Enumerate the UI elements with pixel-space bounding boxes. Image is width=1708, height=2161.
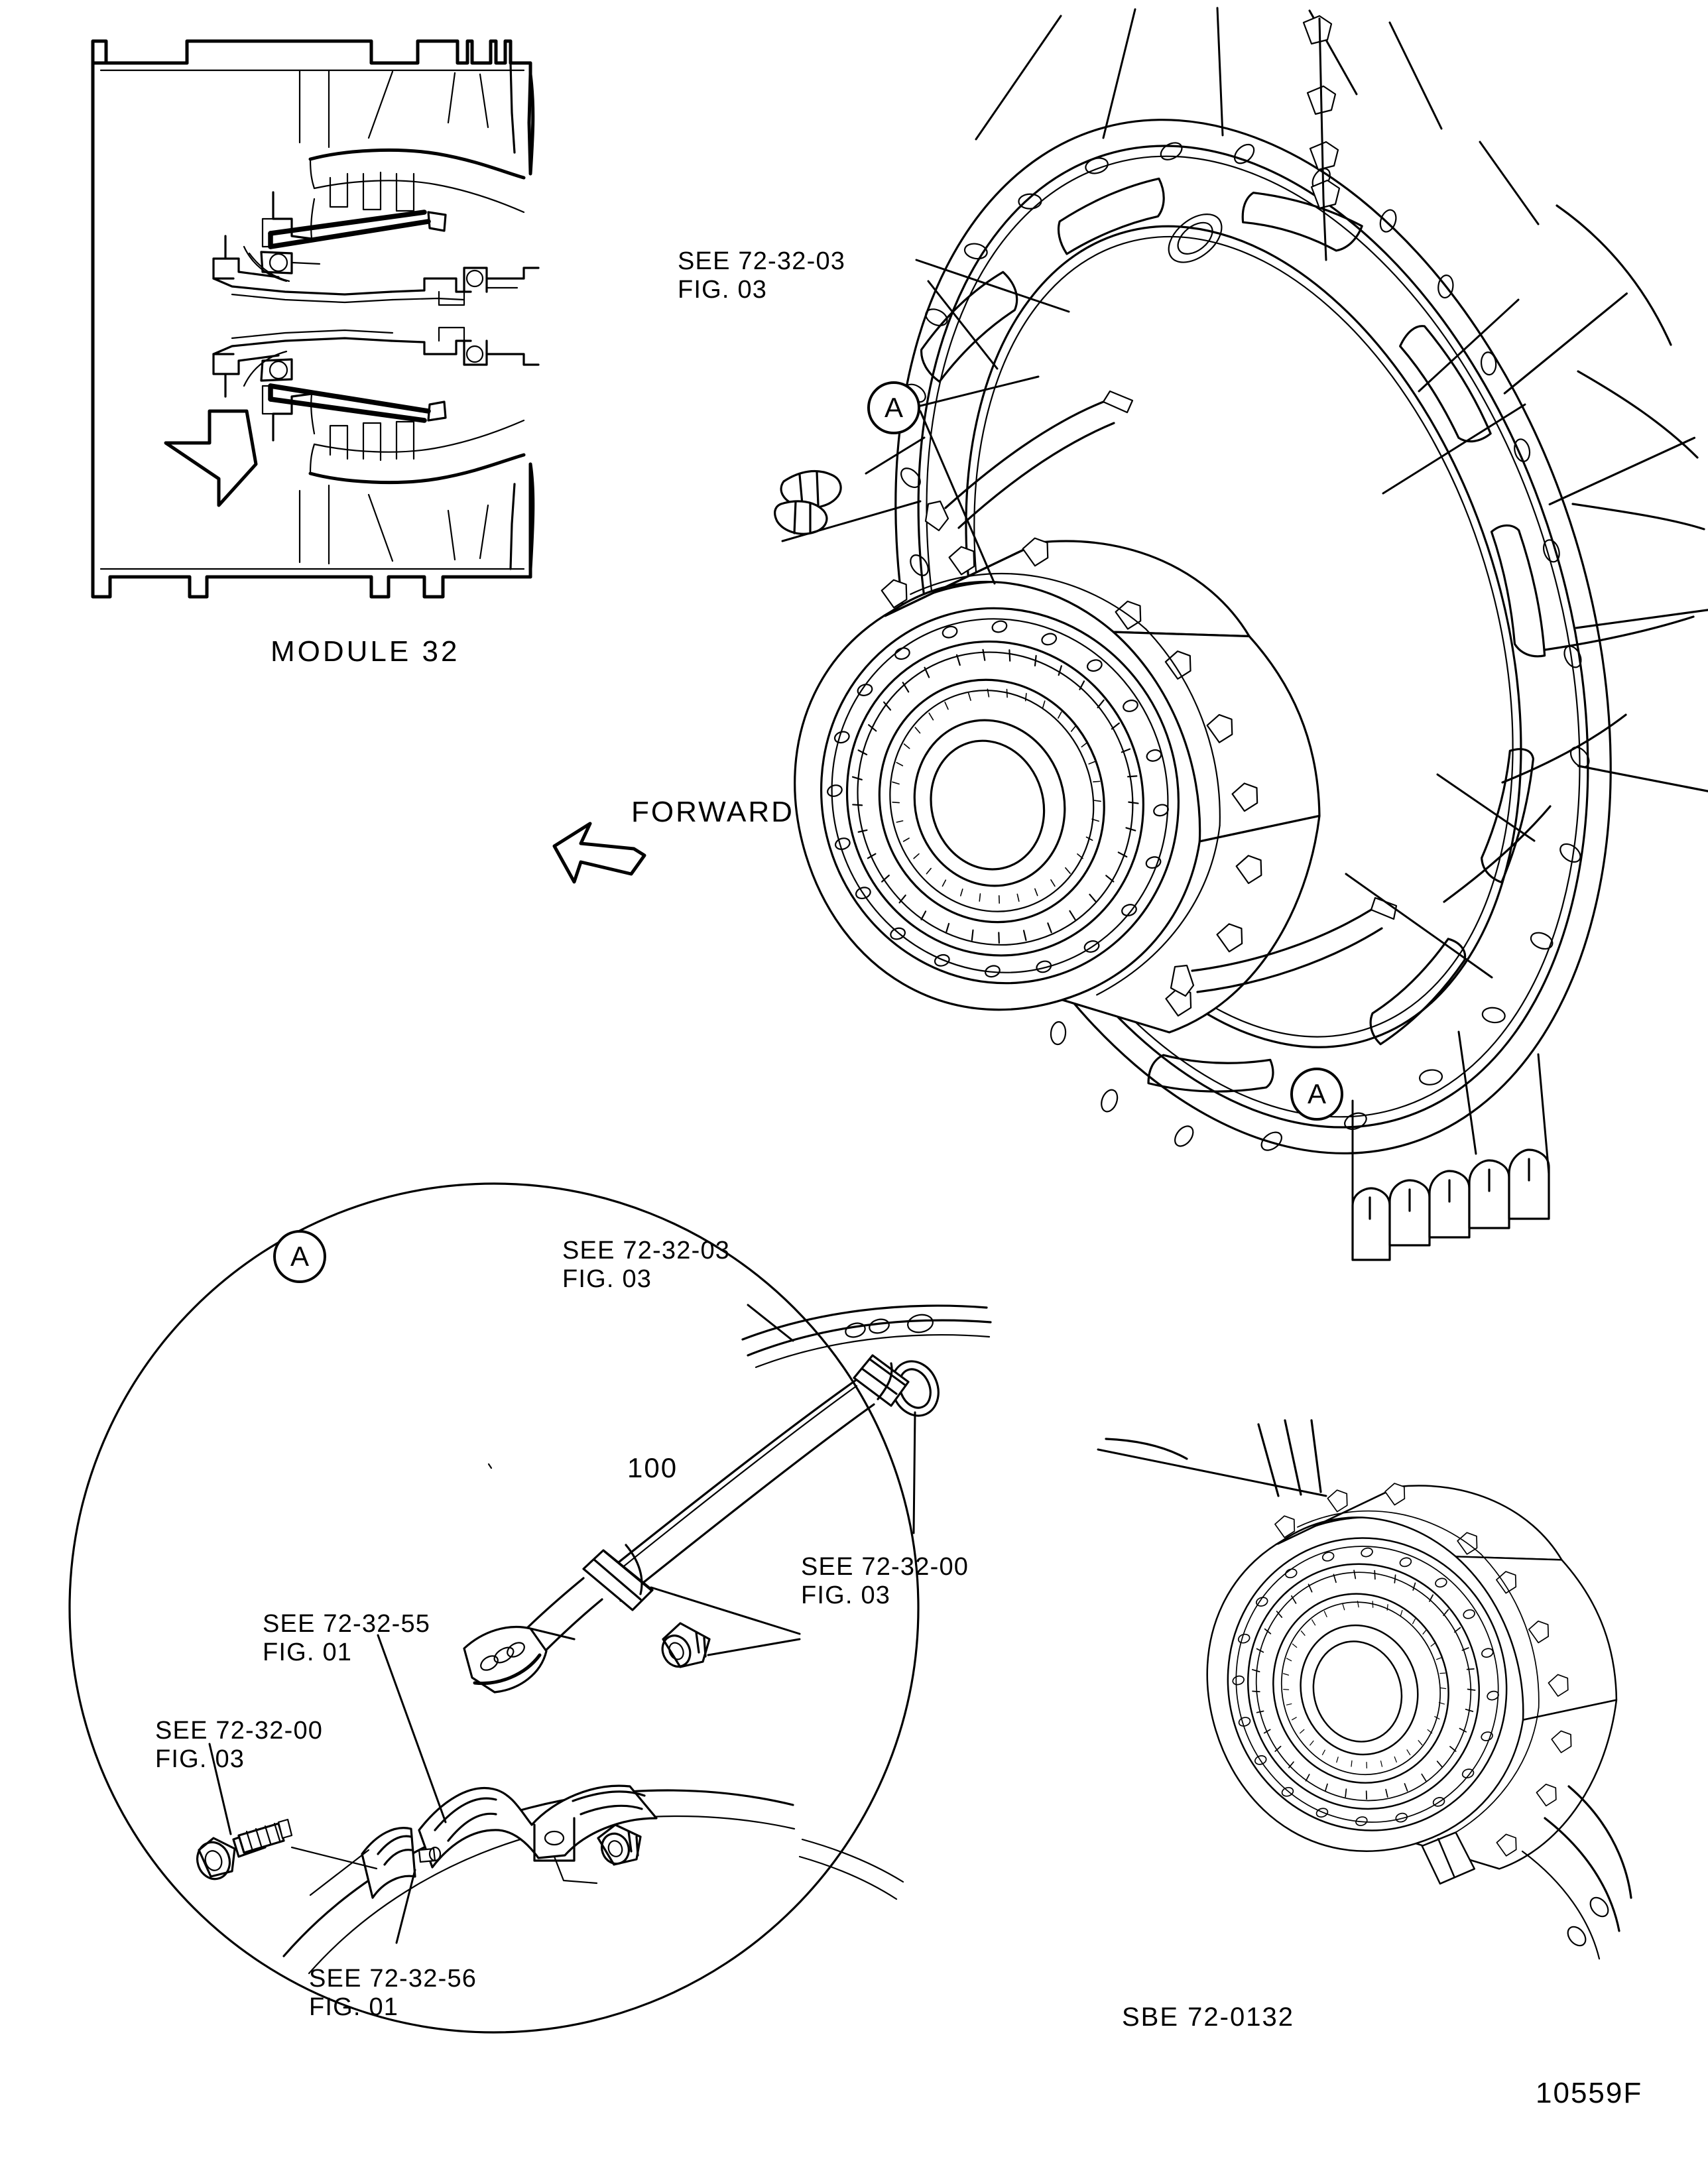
callout-line-2: FIG. 03 (801, 1581, 891, 1610)
outer-radial-struts (1443, 204, 1705, 903)
callout-see-72-32-00-left: SEE 72-32-00 FIG. 03 (155, 1717, 323, 1774)
detail-flange-arc (741, 1304, 992, 1369)
callout-line-2: FIG. 01 (309, 1993, 399, 2022)
detail-view-leaders (208, 1304, 916, 1944)
detail-view-marker-a: A (273, 1230, 326, 1283)
forward-label: FORWARD (631, 796, 794, 828)
callout-line-1: SEE 72-32-55 (263, 1610, 431, 1638)
inset-sbe-art (1097, 1419, 1632, 1960)
forward-arrow-icon (552, 822, 646, 884)
inset-label-sbe: SBE 72-0132 (1122, 2003, 1294, 2032)
callout-line-1: SEE 72-32-00 (155, 1717, 324, 1745)
callout-line-2: FIG. 01 (263, 1638, 353, 1667)
callout-see-72-32-56: SEE 72-32-56 FIG. 01 (309, 1965, 477, 2022)
callout-see-72-32-55: SEE 72-32-55 FIG. 01 (263, 1610, 430, 1668)
item-number-100: 100 (627, 1452, 678, 1483)
assembled-tube-lower (1170, 896, 1398, 997)
detail-view-a (68, 1182, 992, 2034)
callout-line-2: FIG. 03 (562, 1265, 652, 1294)
callout-see-72-32-03-main: SEE 72-32-03 FIG. 03 (678, 247, 845, 305)
callout-line-2: FIG. 03 (678, 276, 768, 304)
callout-line-2: FIG. 03 (155, 1745, 245, 1774)
callout-line-1: SEE 72-32-56 (309, 1965, 477, 1993)
mount-lug-row (1351, 1148, 1550, 1261)
turbine-rotor (794, 537, 1321, 1034)
manifold-fingers (774, 469, 842, 535)
module-32-section (91, 39, 540, 599)
drawing-number: 10559F (1536, 2077, 1643, 2109)
main-assembly-view (774, 7, 1708, 1261)
detail-marker-a-lower: A (1290, 1068, 1343, 1121)
callout-line-1: SEE 72-32-00 (801, 1553, 969, 1581)
coupling-nut (661, 1622, 711, 1668)
main-view-leaders (781, 7, 1550, 1261)
callout-line-1: SEE 72-32-03 (678, 247, 846, 275)
clamp-bracket (282, 1784, 904, 1975)
module-32-caption: MODULE 32 (271, 635, 460, 668)
detail-marker-a-upper: A (867, 381, 920, 434)
callout-see-72-32-03-detail: SEE 72-32-03 FIG. 03 (562, 1237, 730, 1294)
callout-line-1: SEE 72-32-03 (562, 1237, 731, 1265)
assembled-tube-upper (924, 390, 1134, 532)
tube-assembly-100 (463, 1354, 910, 1694)
hex-bolt (196, 1818, 293, 1881)
callout-see-72-32-00-right: SEE 72-32-00 FIG. 03 (801, 1553, 969, 1611)
